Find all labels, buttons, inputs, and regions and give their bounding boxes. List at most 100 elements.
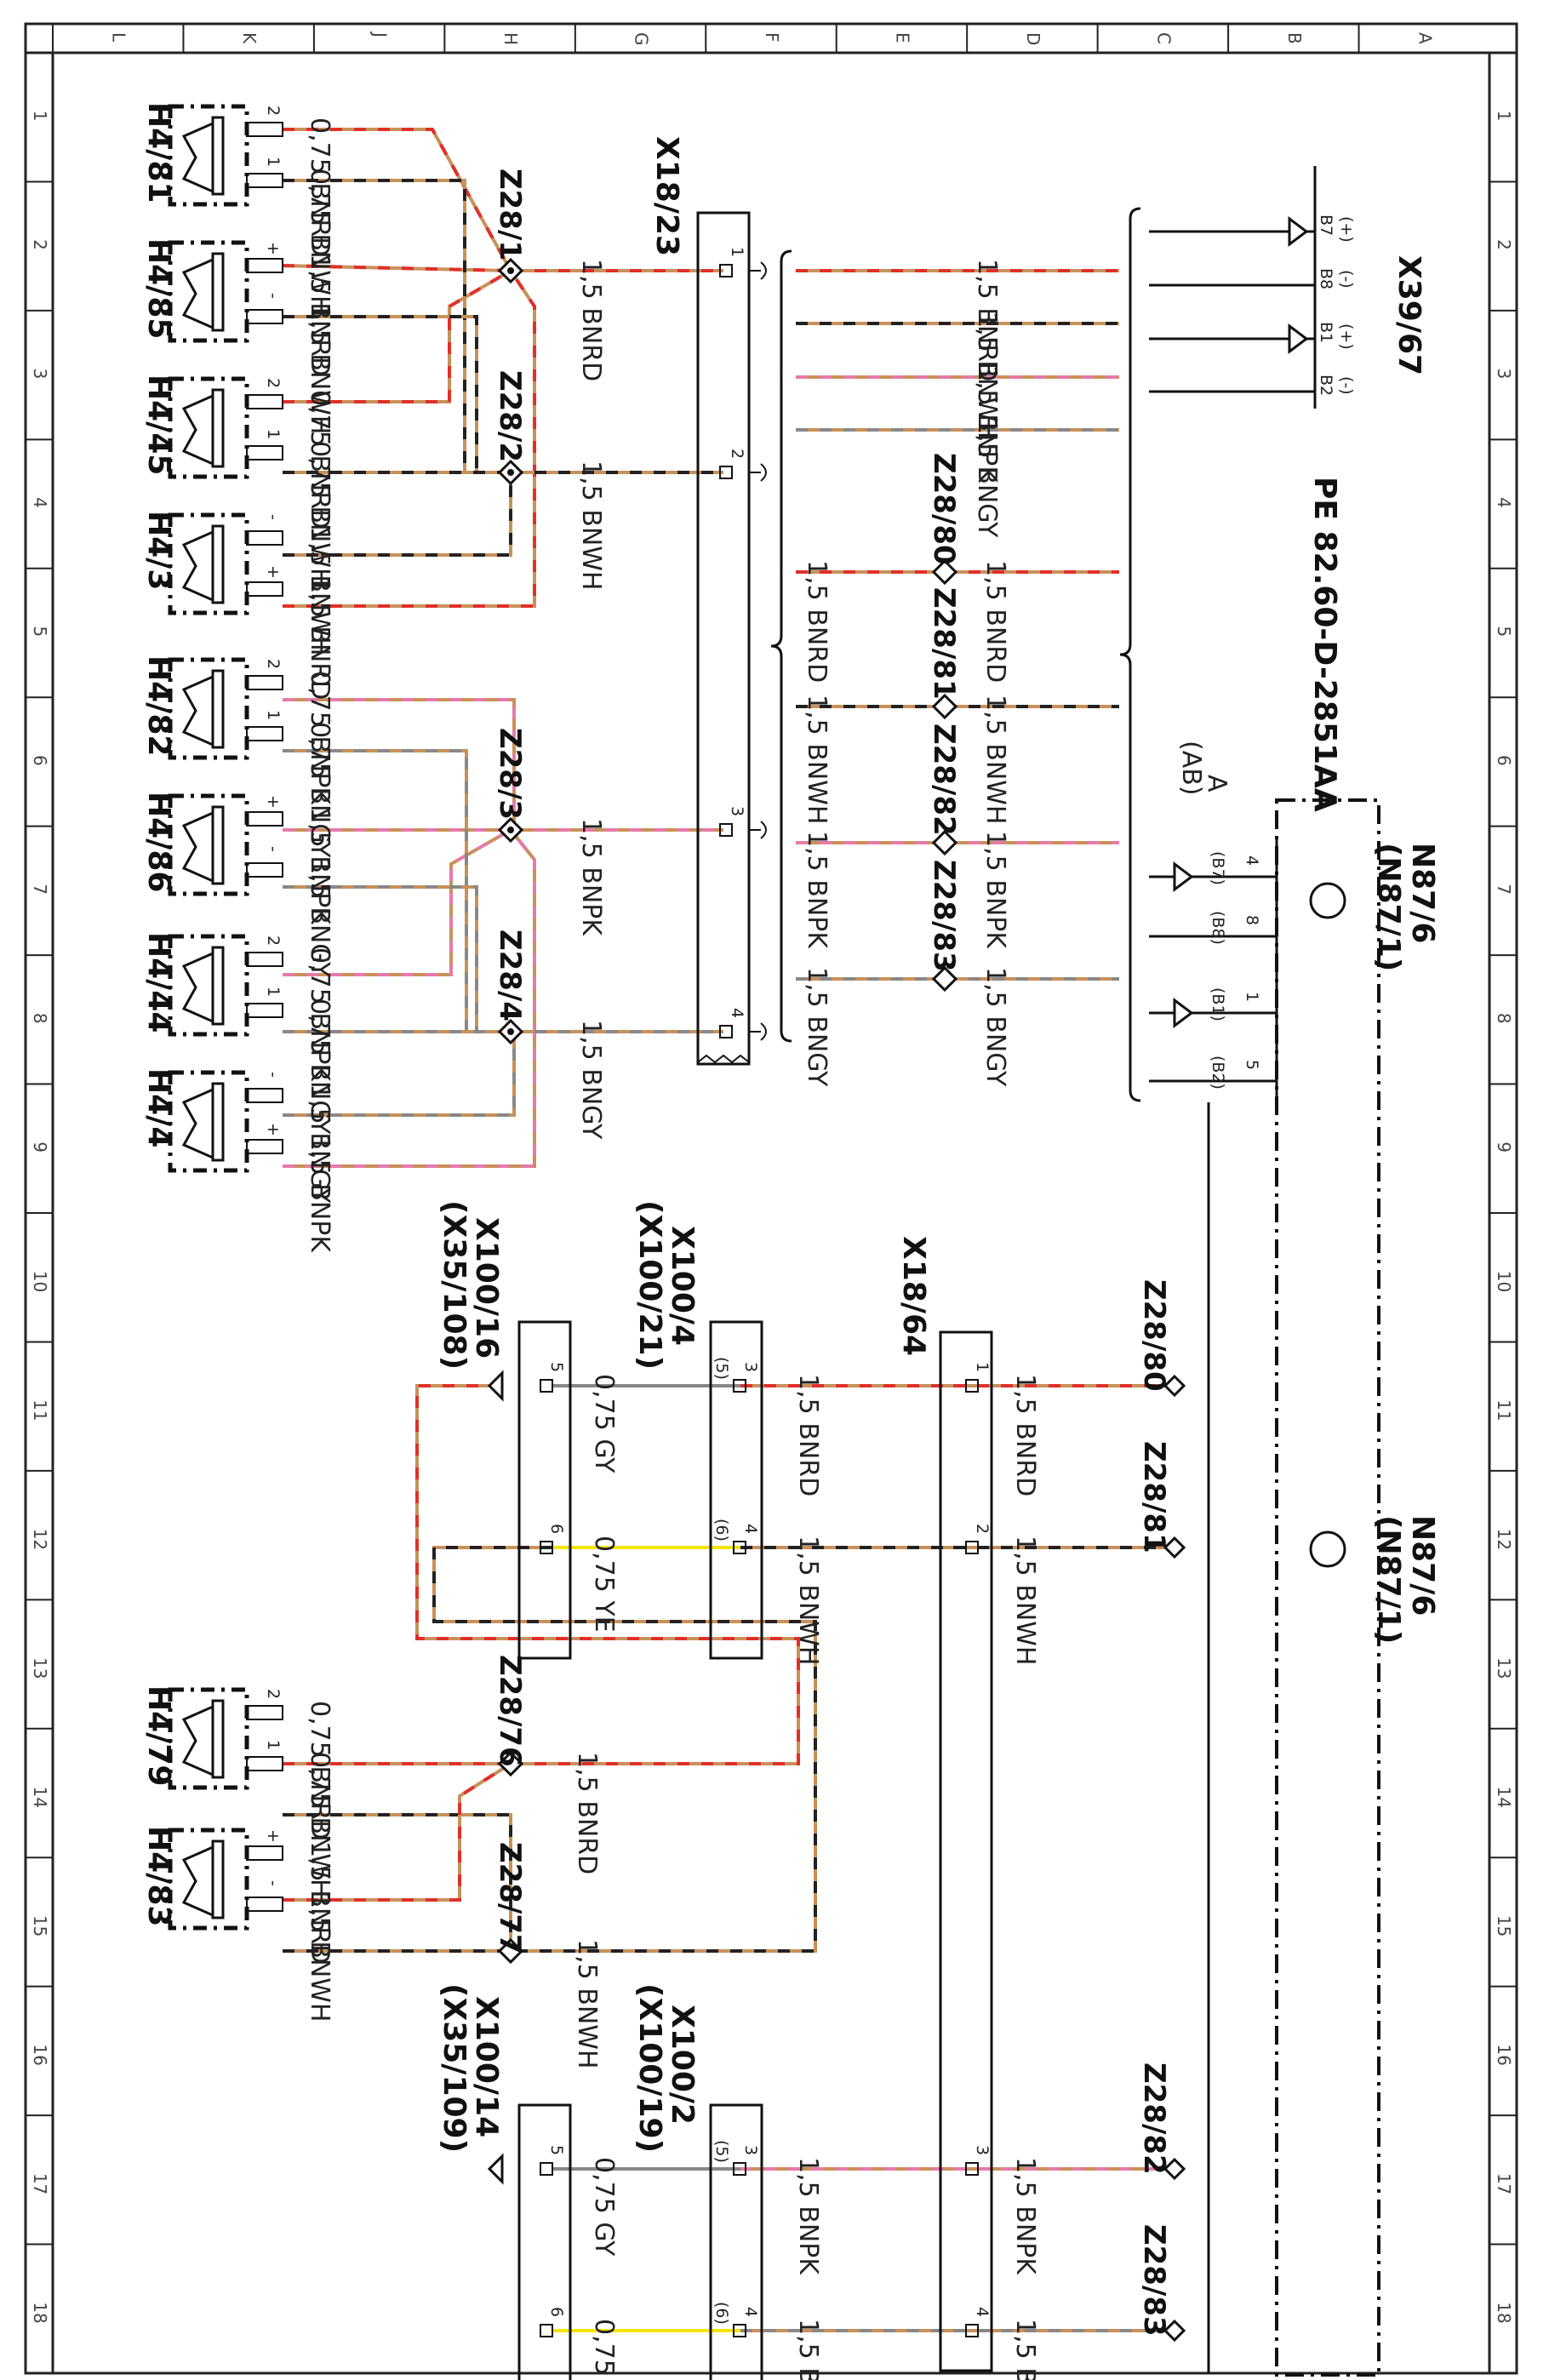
splice-Z28-3: Z28/3 xyxy=(493,728,527,844)
splice-diamond xyxy=(1163,2319,1186,2343)
wire-z28-3-a-stripe xyxy=(283,698,516,830)
x18-64-pin xyxy=(965,2324,979,2337)
border-row-right-10: 10 xyxy=(1494,1271,1514,1292)
splice-label: Z28/83 xyxy=(927,860,961,972)
speaker-pin-label: + xyxy=(264,795,283,809)
border-row-right-7: 7 xyxy=(1494,884,1514,895)
speaker-H4-4: H4/4-1,5 BNGY+1,5 BNPK xyxy=(141,1068,334,1253)
connector-x18-64 xyxy=(939,1330,993,2372)
n87-arrow-icon xyxy=(1173,998,1194,1028)
speaker-wire-label: 0,75 BNRD xyxy=(305,117,334,256)
border-col-H: H xyxy=(500,32,521,45)
splice-label: Z28/83 xyxy=(1137,2224,1171,2337)
speaker-pin-label: + xyxy=(264,565,283,579)
speaker-label: H4/85 xyxy=(141,238,176,339)
x100-pin xyxy=(540,2324,553,2337)
wire-z28-4-b-stripe xyxy=(283,885,478,1032)
x39-polarity-label: (+) xyxy=(1337,323,1356,350)
x100-pin-label: 3 xyxy=(741,2145,760,2155)
speaker-label: H4/82 xyxy=(141,655,176,756)
splice-Z28-81: Z28/81 xyxy=(927,587,961,720)
x39-pin-label: B1 xyxy=(1317,322,1335,343)
border-row-right-17: 17 xyxy=(1494,2173,1514,2194)
x18-64-pin xyxy=(965,2162,979,2176)
connector-pin-label: 1 xyxy=(728,247,746,257)
connector-body xyxy=(517,1320,572,1660)
transistor-icon xyxy=(1309,1530,1346,1568)
speaker-H4-86: H4/86+1,5 BNPK-1,5 BNGY xyxy=(141,792,334,978)
x100-16-alt: (X35/108) xyxy=(437,1200,472,1370)
border-row-left-17: 17 xyxy=(30,2173,50,2194)
splice-label: Z28/2 xyxy=(493,370,527,462)
wire-z28-3-d-stripe xyxy=(283,828,536,1168)
border-row-right-9: 9 xyxy=(1494,1141,1514,1153)
pe-reference: PE 82.60-D-2851AA xyxy=(1307,477,1342,812)
border-row-left-11: 11 xyxy=(30,1399,50,1421)
border-col-B: B xyxy=(1284,32,1305,44)
x100-alt-pin-label: (5) xyxy=(712,1357,731,1380)
connector-pin xyxy=(719,1025,733,1038)
n87-pin-label: 4 xyxy=(1243,855,1261,866)
lower-in-label: 1,5 BNPK xyxy=(793,2157,823,2275)
x100-pin xyxy=(540,1541,553,1554)
bus-group xyxy=(770,207,1141,1102)
x100-arrow-icon xyxy=(487,1370,504,1402)
connector-pin-label: 3 xyxy=(728,806,746,816)
border-row-left-5: 5 xyxy=(30,626,50,638)
speaker-H4-83: H4/83+1,5 BNRD-1,5 BNWH xyxy=(141,1826,334,2022)
x100-pin-label: 6 xyxy=(547,1524,566,1534)
n87-top-name: N87/6 xyxy=(1405,843,1440,943)
speaker-wire-label: 0,75 BNWH xyxy=(305,169,334,315)
speaker-wire-label: 1,5 BNRD xyxy=(305,577,334,700)
x100-arrow-icon xyxy=(487,2153,504,2185)
n87-pin-label: 5 xyxy=(1243,1060,1261,1070)
splice-diamond xyxy=(931,558,958,586)
speaker-wire-label: 1,5 BNPK xyxy=(305,1135,334,1253)
speaker-wire-label: 0,75 BNRD xyxy=(305,390,334,529)
speaker-cone-icon xyxy=(181,951,214,1024)
connector-socket xyxy=(749,463,767,482)
connector-x100-14 xyxy=(517,2103,572,2380)
border-row-left-10: 10 xyxy=(30,1271,50,1292)
border-row-left-13: 13 xyxy=(30,1657,50,1679)
x39-67-label: X39/67 xyxy=(1392,255,1426,375)
splice-diamond xyxy=(1163,2157,1186,2181)
speaker-terminal xyxy=(246,862,283,878)
speaker-label: H4/83 xyxy=(141,1826,176,1926)
n87-top-alt: (N87/1) xyxy=(1371,843,1406,971)
mid-wire-label-right: 1,5 BNRD xyxy=(980,560,1010,683)
speaker-cone-icon xyxy=(181,393,214,466)
border-row-left-3: 3 xyxy=(30,369,50,380)
speaker-terminal xyxy=(246,1088,283,1103)
speaker-wire-label: 0,75 BNGY xyxy=(305,722,334,858)
speaker-pin-label: 2 xyxy=(264,378,283,388)
x100-pin-label: 4 xyxy=(741,1524,760,1534)
speaker-box xyxy=(168,1070,249,1173)
wire-z28-1-a-stripe xyxy=(283,128,512,272)
bus-wire-label: 1,5 BNRD xyxy=(972,259,1002,381)
lower-x18-64-label: 1,5 BNGY xyxy=(1010,2319,1040,2380)
border-row-left-8: 8 xyxy=(30,1013,50,1024)
speaker-terminal xyxy=(246,1845,283,1861)
splice-dot xyxy=(507,1028,514,1035)
connector-x100-16 xyxy=(517,1320,572,1660)
speaker-wire-label: 1,5 BNRD xyxy=(305,254,334,376)
lower-in-label: 1,5 BNRD xyxy=(793,1374,823,1496)
speaker-pin-label: 1 xyxy=(264,987,283,997)
x18-23-label: X18/23 xyxy=(649,136,684,256)
speaker-wire-label: 0,75 BNPK xyxy=(305,671,334,805)
connector-x100-2 xyxy=(709,2103,763,2380)
speaker-label: H4/3 xyxy=(141,511,176,590)
lower-out-label: 0,75 YE xyxy=(589,2319,619,2380)
splice-diamond xyxy=(931,965,958,993)
lower-x18-64-label: 1,5 BNWH xyxy=(1010,1536,1040,1666)
speaker-wire-label: 0,75 BNWH xyxy=(305,1752,334,1898)
speaker-terminal xyxy=(246,530,283,546)
connector-pin xyxy=(719,466,733,479)
x18-23-input-label: 1,5 BNGY xyxy=(576,1020,606,1140)
lower-in-label: 1,5 BNGY xyxy=(793,2319,823,2380)
border-row-left-4: 4 xyxy=(30,497,50,508)
splice-diamond xyxy=(931,693,958,720)
speaker-box xyxy=(168,934,249,1037)
